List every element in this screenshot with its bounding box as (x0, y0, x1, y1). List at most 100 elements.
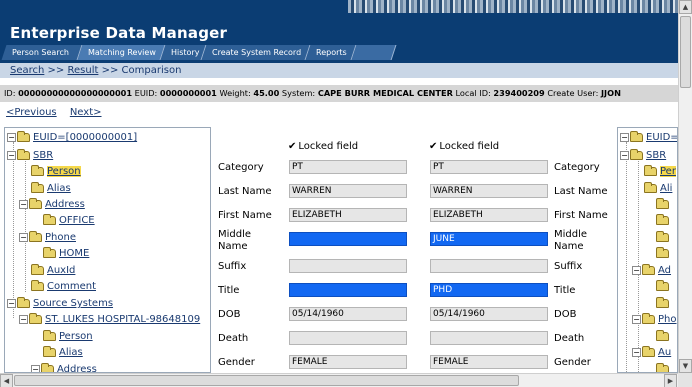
collapse-icon[interactable]: − (632, 347, 641, 357)
left-field-dob[interactable]: 05/14/1960 (289, 307, 407, 321)
tree-node-address[interactable]: −Address (19, 197, 85, 210)
right-field-title[interactable]: PHD (430, 283, 548, 297)
left-field-last-name[interactable]: WARREN (289, 184, 407, 198)
scroll-up-icon[interactable]: ▲ (679, 0, 692, 14)
tree-node-folder[interactable] (656, 296, 672, 311)
tab-person-search[interactable]: Person Search (1, 45, 83, 60)
previous-link[interactable]: <Previous (6, 107, 57, 118)
tab-history[interactable]: History (160, 45, 207, 60)
left-field-suffix[interactable] (289, 259, 407, 273)
right-field-dob[interactable]: 05/14/1960 (430, 307, 548, 321)
tab-matching-review[interactable]: Matching Review (77, 45, 166, 60)
tree-node-ss-person[interactable]: Person (43, 329, 93, 344)
tree-node-folder[interactable] (656, 197, 672, 212)
field-label: Middle Name (218, 229, 252, 252)
tab-reports[interactable]: Reports (305, 45, 357, 60)
right-field-gender[interactable]: FEMALE (430, 355, 548, 369)
tree-node-euid[interactable]: −EUID= (620, 130, 678, 143)
breadcrumb-search-link[interactable]: Search (10, 65, 45, 76)
tree-node-auxid[interactable]: AuxId (31, 263, 75, 278)
tree-node-euid[interactable]: −EUID=[0000000001] (7, 130, 138, 143)
vertical-scrollbar[interactable]: ▲ ▼ (678, 0, 692, 373)
right-field-first-name[interactable]: ELIZABETH (430, 208, 548, 222)
folder-icon (31, 181, 44, 193)
tree-node-folder[interactable] (656, 213, 672, 228)
scrollbar-corner (678, 373, 692, 387)
tree-node-folder[interactable] (656, 279, 672, 294)
left-record-tree: −EUID=[0000000001] −SBR Person Alias −Ad… (4, 127, 211, 373)
vertical-scroll-thumb[interactable] (680, 16, 691, 88)
field-label: Title (218, 285, 240, 296)
scroll-right-icon[interactable]: ▶ (664, 374, 677, 387)
left-field-death[interactable] (289, 331, 407, 345)
right-field-middle-name[interactable]: JUNE (430, 232, 548, 246)
tree-node-folder[interactable] (656, 246, 672, 261)
tree-node-sbr[interactable]: −SBR (7, 148, 54, 161)
collapse-icon[interactable]: − (7, 150, 16, 160)
folder-icon (31, 263, 44, 275)
collapse-icon[interactable]: − (7, 298, 16, 308)
collapse-icon[interactable]: − (19, 232, 28, 242)
collapse-icon[interactable]: − (19, 199, 28, 209)
tree-node-ss-alias[interactable]: Alias (43, 345, 83, 360)
tree-node-phone[interactable]: −Phone (19, 230, 76, 243)
tree-node-alias[interactable]: Alias (31, 181, 71, 196)
folder-icon (630, 148, 643, 160)
tree-node-folder[interactable] (656, 362, 672, 372)
left-field-category[interactable]: PT (289, 160, 407, 174)
collapse-icon[interactable]: − (7, 132, 16, 142)
system-label: System: (281, 88, 316, 98)
field-label: First Name (554, 210, 608, 221)
tree-node-folder[interactable] (656, 230, 672, 245)
breadcrumb-current: Comparison (121, 65, 182, 76)
folder-icon (656, 197, 669, 209)
field-label: Last Name (218, 186, 272, 197)
tree-node-ss-address[interactable]: −Address (31, 362, 97, 373)
field-label: Suffix (218, 261, 247, 272)
tree-node-office[interactable]: OFFICE (43, 213, 95, 228)
collapse-icon[interactable]: − (620, 150, 629, 160)
collapse-icon[interactable]: − (19, 314, 28, 324)
left-field-middle-name[interactable] (289, 232, 407, 246)
right-field-suffix[interactable] (430, 259, 548, 273)
tree-node-person[interactable]: Person (31, 164, 81, 179)
tree-node-address[interactable]: −Ad (632, 263, 672, 276)
tree-node-folder[interactable] (656, 329, 672, 344)
left-field-gender[interactable]: FEMALE (289, 355, 407, 369)
folder-icon (43, 213, 56, 225)
folder-icon (43, 246, 56, 258)
folder-icon (17, 296, 30, 308)
tree-node-alias[interactable]: Ali (644, 181, 672, 196)
tree-node-sbr[interactable]: −SBR (620, 148, 667, 161)
tab-create-system-record[interactable]: Create System Record (201, 45, 311, 60)
breadcrumb-result-link[interactable]: Result (67, 65, 99, 76)
collapse-icon[interactable]: − (620, 132, 629, 142)
tree-node-auxid[interactable]: −Au (632, 345, 672, 358)
left-field-first-name[interactable]: ELIZABETH (289, 208, 407, 222)
tree-node-source-systems[interactable]: −Source Systems (7, 296, 114, 309)
tree-node-home[interactable]: HOME (43, 246, 89, 261)
field-label: Suffix (554, 261, 583, 272)
horizontal-scrollbar[interactable]: ◀ ▶ (0, 373, 678, 387)
tree-node-st-lukes[interactable]: −ST. LUKES HOSPITAL-98648109 (19, 312, 201, 325)
tree-node-person[interactable]: Per (644, 164, 676, 179)
field-label: Category (554, 162, 600, 173)
pager: <Previous Next> (6, 107, 112, 118)
field-label: Death (554, 333, 585, 344)
right-field-death[interactable] (430, 331, 548, 345)
folder-icon (17, 130, 30, 142)
horizontal-scroll-thumb[interactable] (14, 375, 519, 386)
tree-node-comment[interactable]: Comment (31, 279, 96, 294)
right-field-last-name[interactable]: WARREN (430, 184, 548, 198)
folder-icon (656, 213, 669, 225)
scroll-left-icon[interactable]: ◀ (0, 374, 13, 387)
collapse-icon[interactable]: − (632, 314, 641, 324)
tree-node-phone[interactable]: −Pho (632, 312, 677, 325)
next-link[interactable]: Next> (69, 107, 102, 118)
folder-icon (17, 148, 30, 160)
collapse-icon[interactable]: − (632, 265, 641, 275)
collapse-icon[interactable]: − (31, 364, 40, 373)
left-field-title[interactable] (289, 283, 407, 297)
scroll-down-icon[interactable]: ▼ (679, 359, 692, 373)
right-field-category[interactable]: PT (430, 160, 548, 174)
